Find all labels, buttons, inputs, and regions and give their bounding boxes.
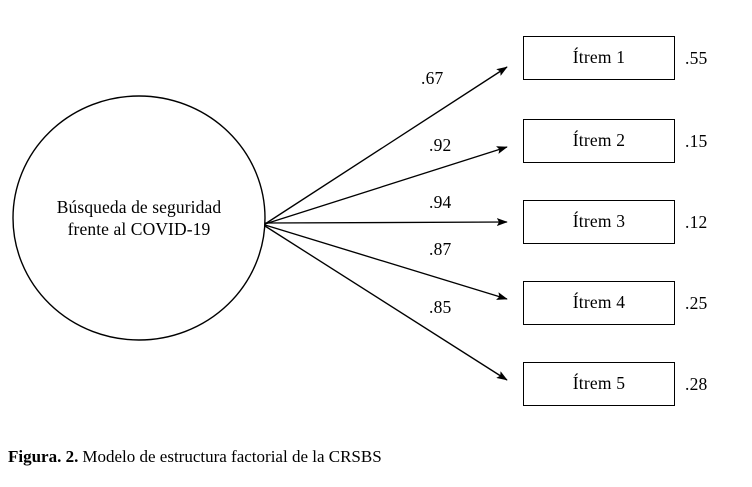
indicator-box-item-4[interactable]: Ítrem 4: [523, 281, 675, 325]
residual-value-item-2: .15: [685, 131, 708, 151]
indicator-box-item-5[interactable]: Ítrem 5: [523, 362, 675, 406]
loading-arrow-item-1: [264, 66, 508, 225]
loading-arrow-item-5: [264, 225, 508, 381]
loading-arrow-item-3: [264, 218, 508, 227]
loading-arrow-item-2: [264, 146, 508, 225]
residual-value-item-3: .12: [685, 212, 708, 232]
loading-value-item-2: .92: [429, 135, 452, 155]
indicator-label-item-3: Ítrem 3: [572, 211, 626, 232]
figure-caption-label: Figura. 2.: [8, 447, 79, 466]
latent-factor-circle: [12, 95, 266, 341]
figure-diagram: Búsqueda de seguridad frente al COVID-19…: [12, 36, 708, 406]
residual-value-item-5: .28: [685, 374, 708, 394]
residual-value-item-4: .25: [685, 293, 708, 313]
loading-value-item-1: .67: [421, 68, 444, 88]
indicator-label-item-2: Ítrem 2: [572, 130, 626, 151]
loading-value-item-4: .87: [429, 239, 452, 259]
indicator-box-item-2[interactable]: Ítrem 2: [523, 119, 675, 163]
figure-caption: Figura. 2.Modelo de estructura factorial…: [8, 446, 382, 467]
residual-value-item-1: .55: [685, 48, 708, 68]
indicator-label-item-1: Ítrem 1: [572, 47, 626, 68]
figure-caption-text: Modelo de estructura factorial de la CRS…: [82, 447, 382, 466]
loading-arrow-item-4: [264, 224, 508, 300]
loading-value-item-3: .94: [429, 192, 452, 212]
indicator-box-item-1[interactable]: Ítrem 1: [523, 36, 675, 80]
loading-value-item-5: .85: [429, 297, 452, 317]
indicator-box-item-3[interactable]: Ítrem 3: [523, 200, 675, 244]
indicator-label-item-5: Ítrem 5: [572, 373, 626, 394]
latent-factor-label: Búsqueda de seguridad frente al COVID-19: [56, 197, 222, 240]
diagram-svg: [12, 66, 508, 381]
indicator-label-item-4: Ítrem 4: [572, 292, 626, 313]
